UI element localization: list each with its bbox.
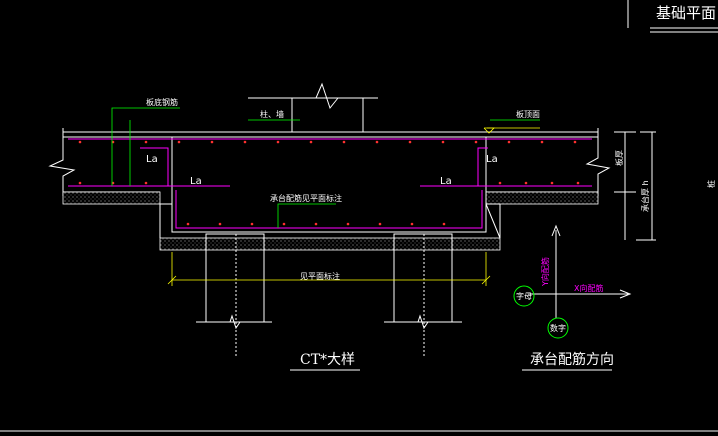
title-block: 基础平面 bbox=[627, 0, 718, 33]
pile-cap-rebar-label: 承台配筋见平面标注 bbox=[270, 193, 342, 203]
rebar-dot bbox=[524, 181, 528, 185]
rebar-dot bbox=[243, 140, 247, 144]
la-lower-left: La bbox=[190, 176, 202, 187]
rebar-dot bbox=[576, 181, 580, 185]
rebar-dot bbox=[78, 140, 82, 144]
thickness-label: 板厚 bbox=[614, 150, 624, 166]
column bbox=[248, 82, 378, 132]
rebar-dot bbox=[210, 140, 214, 144]
rebar-dot bbox=[378, 222, 382, 226]
rebar-dot bbox=[498, 181, 502, 185]
rebar-dot bbox=[375, 140, 379, 144]
la-upper-right: La bbox=[486, 154, 498, 165]
slab-rebar-label: 板底钢筋 bbox=[146, 97, 178, 107]
la-lower-right: La bbox=[440, 176, 452, 187]
top-marker-label: 板顶面 bbox=[516, 109, 540, 119]
rebar-dot bbox=[474, 140, 478, 144]
rebar-dot bbox=[573, 140, 577, 144]
y-direction-label: Y向配筋 bbox=[540, 257, 550, 287]
detail-title: CT*大样 bbox=[300, 352, 355, 368]
annotations: 板底钢筋 柱、墙 板顶面 La La La La 承台配筋见平面标注 见平面标注… bbox=[146, 97, 716, 371]
number-circle-label: 数字 bbox=[550, 323, 566, 333]
width-dimension bbox=[167, 127, 540, 286]
rebar-dot bbox=[282, 222, 286, 226]
direction-diagram: Y向配筋 X向配筋 字母 数字 bbox=[513, 224, 632, 339]
depth-label: 承台厚 h bbox=[640, 180, 650, 212]
rebar-dot bbox=[177, 140, 181, 144]
rebar bbox=[68, 138, 592, 229]
rebar-dot bbox=[346, 222, 350, 226]
rebar-dot bbox=[218, 222, 222, 226]
rebar-dot bbox=[408, 140, 412, 144]
rebar-dot bbox=[144, 140, 148, 144]
cushion-layer bbox=[62, 137, 599, 251]
la-upper-left: La bbox=[146, 154, 158, 165]
x-direction-label: X向配筋 bbox=[574, 283, 603, 293]
rebar-dot bbox=[144, 181, 148, 185]
piles bbox=[196, 233, 462, 356]
drawing-title: 基础平面 bbox=[656, 4, 716, 22]
leaders bbox=[111, 107, 540, 228]
rebar-dots bbox=[78, 140, 580, 226]
rebar-dot bbox=[276, 140, 280, 144]
far-right-label: 桩 bbox=[706, 180, 716, 188]
rebar-dot bbox=[507, 140, 511, 144]
rebar-dot bbox=[186, 222, 190, 226]
rebar-dot bbox=[314, 222, 318, 226]
rebar-dot bbox=[540, 140, 544, 144]
width-dimension-label: 见平面标注 bbox=[300, 271, 340, 281]
direction-title: 承台配筋方向 bbox=[530, 351, 614, 368]
slab-outline bbox=[48, 128, 656, 241]
rebar-dot bbox=[442, 222, 446, 226]
rebar-dot bbox=[342, 140, 346, 144]
rebar-dot bbox=[441, 140, 445, 144]
rebar-dot bbox=[410, 222, 414, 226]
column-label: 柱、墙 bbox=[260, 109, 284, 119]
rebar-dot bbox=[309, 140, 313, 144]
letter-circle-label: 字母 bbox=[516, 291, 532, 301]
rebar-dot bbox=[78, 181, 82, 185]
rebar-dot bbox=[550, 181, 554, 185]
rebar-dot bbox=[250, 222, 254, 226]
